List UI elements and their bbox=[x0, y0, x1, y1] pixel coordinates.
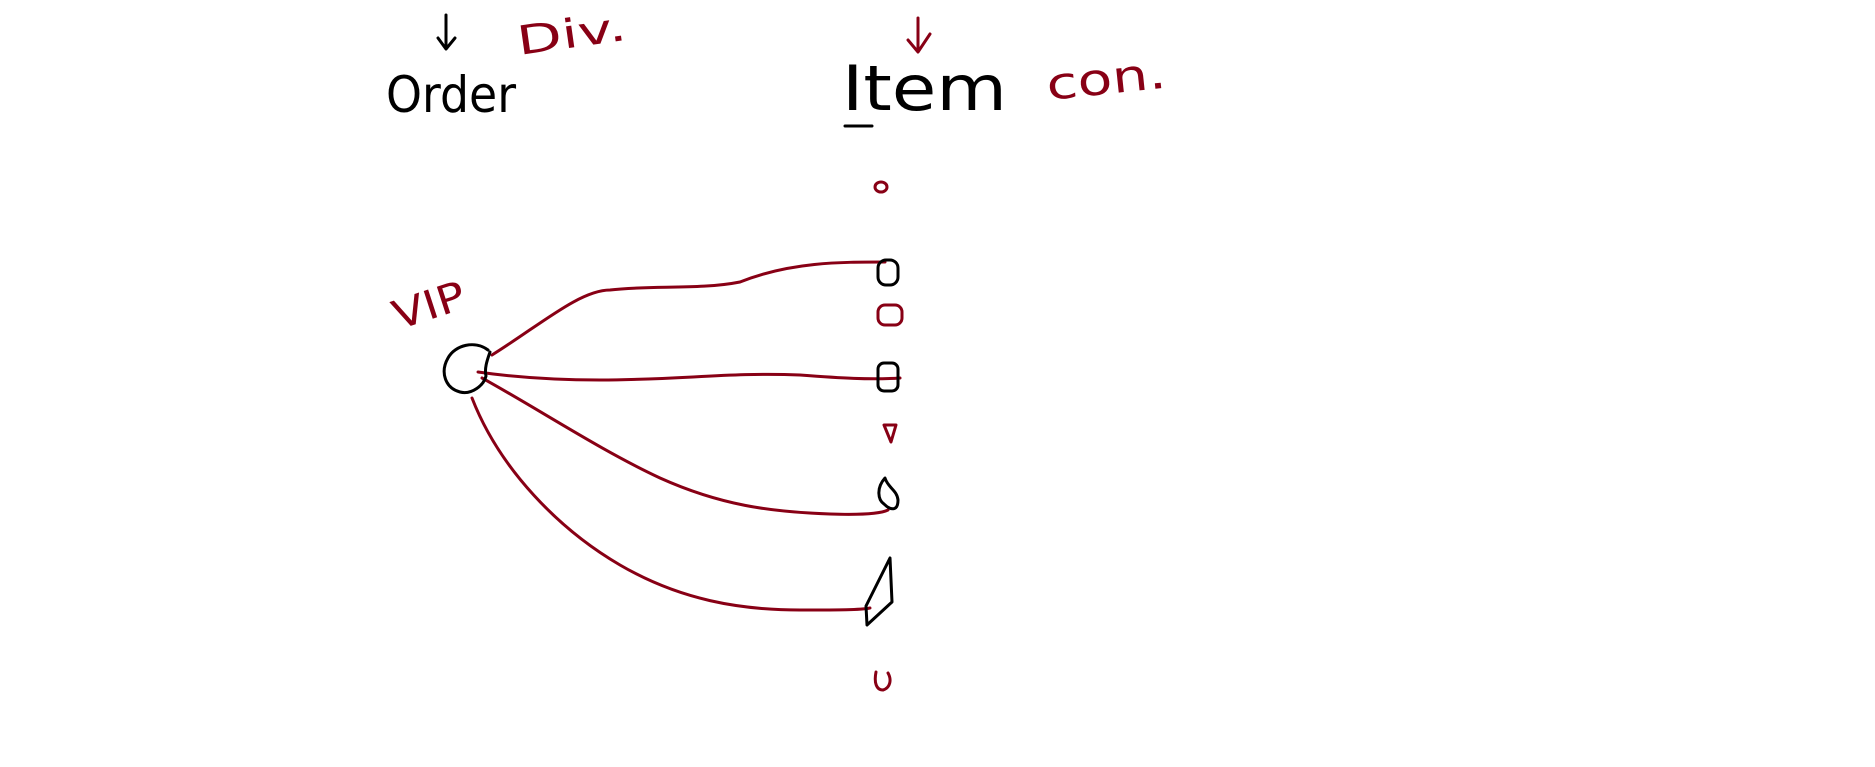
order-label: Order bbox=[386, 66, 516, 124]
order-down-arrow-icon bbox=[436, 13, 457, 51]
source-node-vip[interactable] bbox=[442, 343, 492, 395]
order-heading: Order bbox=[386, 13, 516, 124]
connection-line-1 bbox=[490, 260, 887, 357]
connection-line-3 bbox=[480, 376, 890, 516]
item-heading: Item bbox=[842, 16, 1007, 128]
target-node-2[interactable] bbox=[876, 361, 900, 393]
con-note: con. bbox=[1044, 48, 1169, 111]
target-node-4-parallelogram[interactable] bbox=[864, 556, 894, 627]
div-note: Div. bbox=[514, 4, 629, 65]
connection-line-4 bbox=[470, 396, 872, 612]
target-node-1[interactable] bbox=[876, 258, 900, 287]
item-down-arrow-icon bbox=[906, 16, 932, 54]
unconnected-node-2[interactable] bbox=[876, 303, 904, 327]
unconnected-node-3-triangle[interactable] bbox=[882, 423, 898, 444]
unconnected-node-4[interactable] bbox=[873, 670, 892, 692]
connection-line-2 bbox=[476, 370, 902, 382]
unconnected-node-1[interactable] bbox=[873, 180, 889, 194]
vip-label: VIP bbox=[387, 273, 472, 340]
target-node-3-drop[interactable] bbox=[877, 476, 900, 511]
item-label: Item bbox=[842, 52, 1007, 125]
